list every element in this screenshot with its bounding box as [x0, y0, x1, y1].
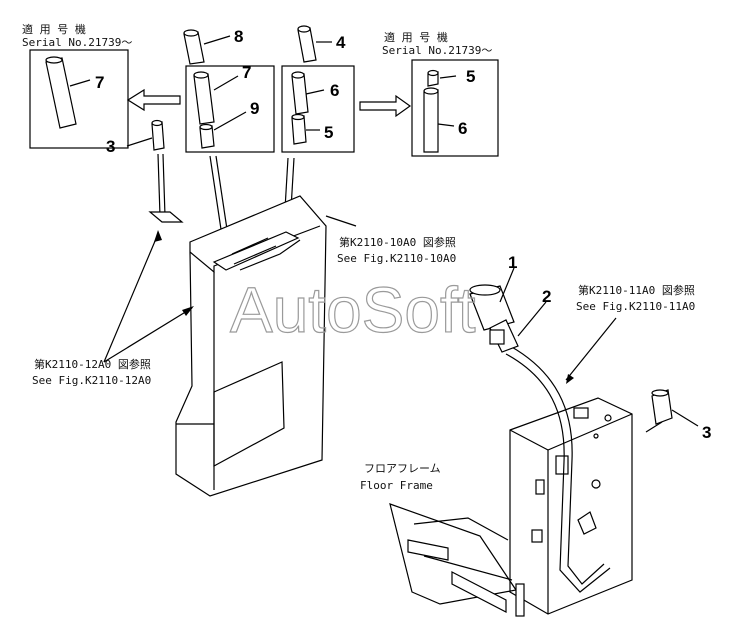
serial-box-left [29, 49, 129, 149]
part-number-5-right: 5 [466, 67, 475, 86]
serial-left-en: Serial No.21739～ [22, 36, 132, 49]
arrow-left-icon [126, 88, 181, 112]
floor-frame-jp: フロアフレーム [364, 462, 441, 475]
part-number-6-right: 6 [458, 119, 467, 138]
box-parts-6-5 [281, 65, 355, 153]
ref-12a0-jp: 第K2110-12A0 図参照 [34, 357, 151, 371]
leader-lines [103, 215, 617, 384]
part-number-7-left: 7 [95, 73, 104, 92]
part-number-3-right: 3 [702, 423, 711, 442]
floor-frame [389, 397, 633, 617]
ref-11a0-jp: 第K2110-11A0 図参照 [578, 283, 695, 297]
ref-10a0-jp: 第K2110-10A0 図参照 [339, 235, 456, 249]
watermark-text: AutoSoft [230, 274, 476, 346]
ref-11a0-en: See Fig.K2110-11A0 [576, 300, 695, 313]
serial-right-jp: 適 用 号 機 [384, 30, 448, 44]
part-number-3-left: 3 [106, 137, 115, 156]
serial-left-jp: 適 用 号 機 [22, 22, 86, 36]
box-parts-7-9 [185, 65, 275, 153]
part-3-knob-right [645, 389, 699, 433]
long-lever [469, 284, 611, 593]
part-number-9: 9 [250, 99, 259, 118]
part-3-knob-left [126, 119, 165, 151]
lever-console [175, 195, 327, 497]
part-number-2: 2 [542, 287, 551, 306]
ref-12a0-en: See Fig.K2110-12A0 [32, 374, 151, 387]
serial-right-en: Serial No.21739～ [382, 44, 492, 57]
serial-box-right [411, 59, 499, 157]
arrow-right-icon [359, 94, 412, 118]
part-number-6-center: 6 [330, 81, 339, 100]
part-number-8: 8 [234, 27, 243, 46]
part-8-sleeve [183, 29, 231, 65]
part-number-5-center: 5 [324, 123, 333, 142]
part-4-sleeve [297, 25, 332, 63]
part-number-4: 4 [336, 33, 346, 52]
part-number-7-center: 7 [242, 63, 251, 82]
ref-10a0-en: See Fig.K2110-10A0 [337, 252, 456, 265]
floor-frame-en: Floor Frame [360, 479, 433, 492]
part-number-1: 1 [508, 253, 517, 272]
